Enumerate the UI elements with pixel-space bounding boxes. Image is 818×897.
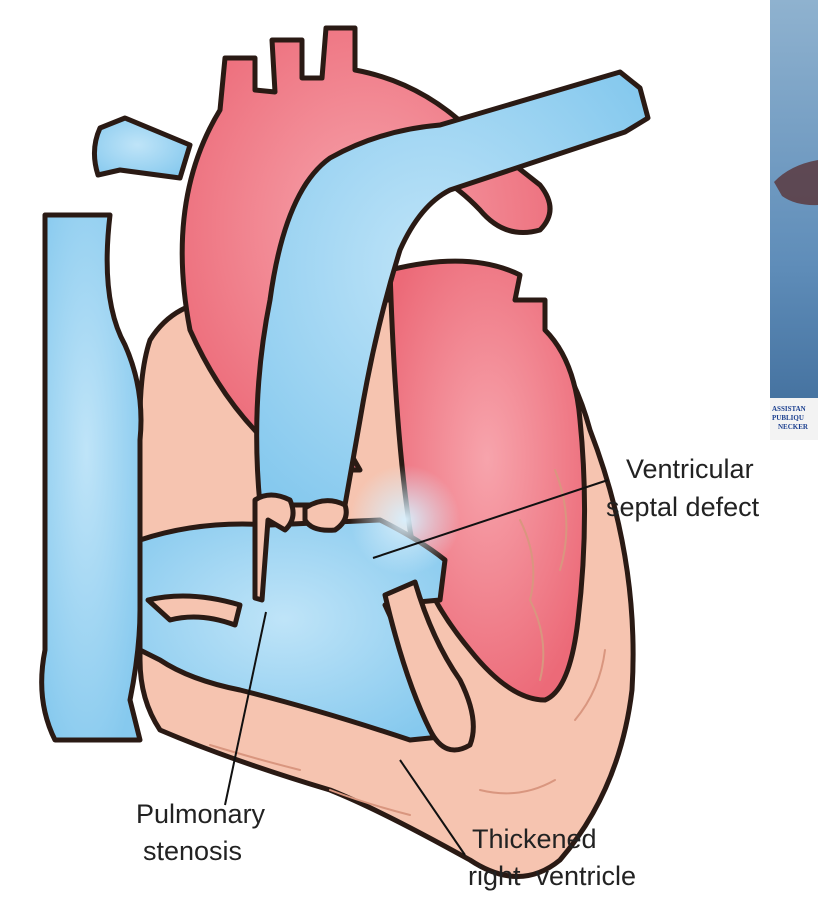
heart-illustration bbox=[42, 28, 648, 877]
pulmonary-branch-left bbox=[94, 118, 190, 178]
vsd-label-line1: Ventricular bbox=[626, 454, 754, 484]
ps-label-line1: Pulmonary bbox=[136, 799, 266, 829]
inset-logo-line2: PUBLIQU bbox=[772, 414, 804, 422]
superior-vena-cava bbox=[42, 215, 141, 740]
inset-logo-line3: NECKER bbox=[778, 423, 809, 431]
rv-label-line1: Thickened bbox=[472, 824, 597, 854]
photo-inset: ASSISTAN PUBLIQU NECKER bbox=[770, 0, 818, 440]
pulmonary-valve-right-leaflet bbox=[305, 501, 346, 531]
ps-label-line2: stenosis bbox=[143, 836, 242, 866]
septal-defect-highlight bbox=[350, 465, 460, 575]
rv-label-line2: right ventricle bbox=[468, 861, 636, 891]
vsd-label-line2: septal defect bbox=[606, 492, 760, 522]
inset-logo-line1: ASSISTAN bbox=[772, 405, 806, 413]
